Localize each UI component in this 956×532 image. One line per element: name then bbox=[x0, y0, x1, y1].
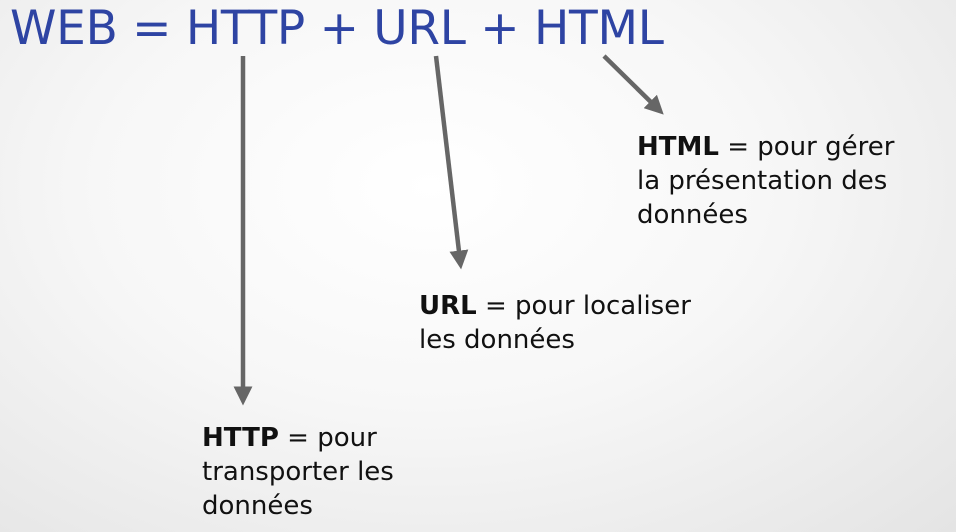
note-url-definition: = pour localiser les données bbox=[419, 291, 691, 355]
note-url: URL = pour localiser les données bbox=[419, 289, 759, 357]
note-http-term: HTTP bbox=[202, 423, 279, 453]
arrow-url bbox=[433, 55, 469, 270]
arrow-html bbox=[602, 54, 664, 115]
note-html-term: HTML bbox=[637, 132, 719, 162]
note-url-term: URL bbox=[419, 291, 477, 321]
page-title: WEB = HTTP + URL + HTML bbox=[10, 1, 664, 56]
note-http-definition: = pour transporter les données bbox=[202, 423, 394, 521]
note-html: HTML = pour gérer la présentation des do… bbox=[637, 130, 947, 232]
note-html-definition: = pour gérer la présentation des données bbox=[637, 132, 895, 230]
note-http: HTTP = pour transporter les données bbox=[202, 421, 462, 523]
